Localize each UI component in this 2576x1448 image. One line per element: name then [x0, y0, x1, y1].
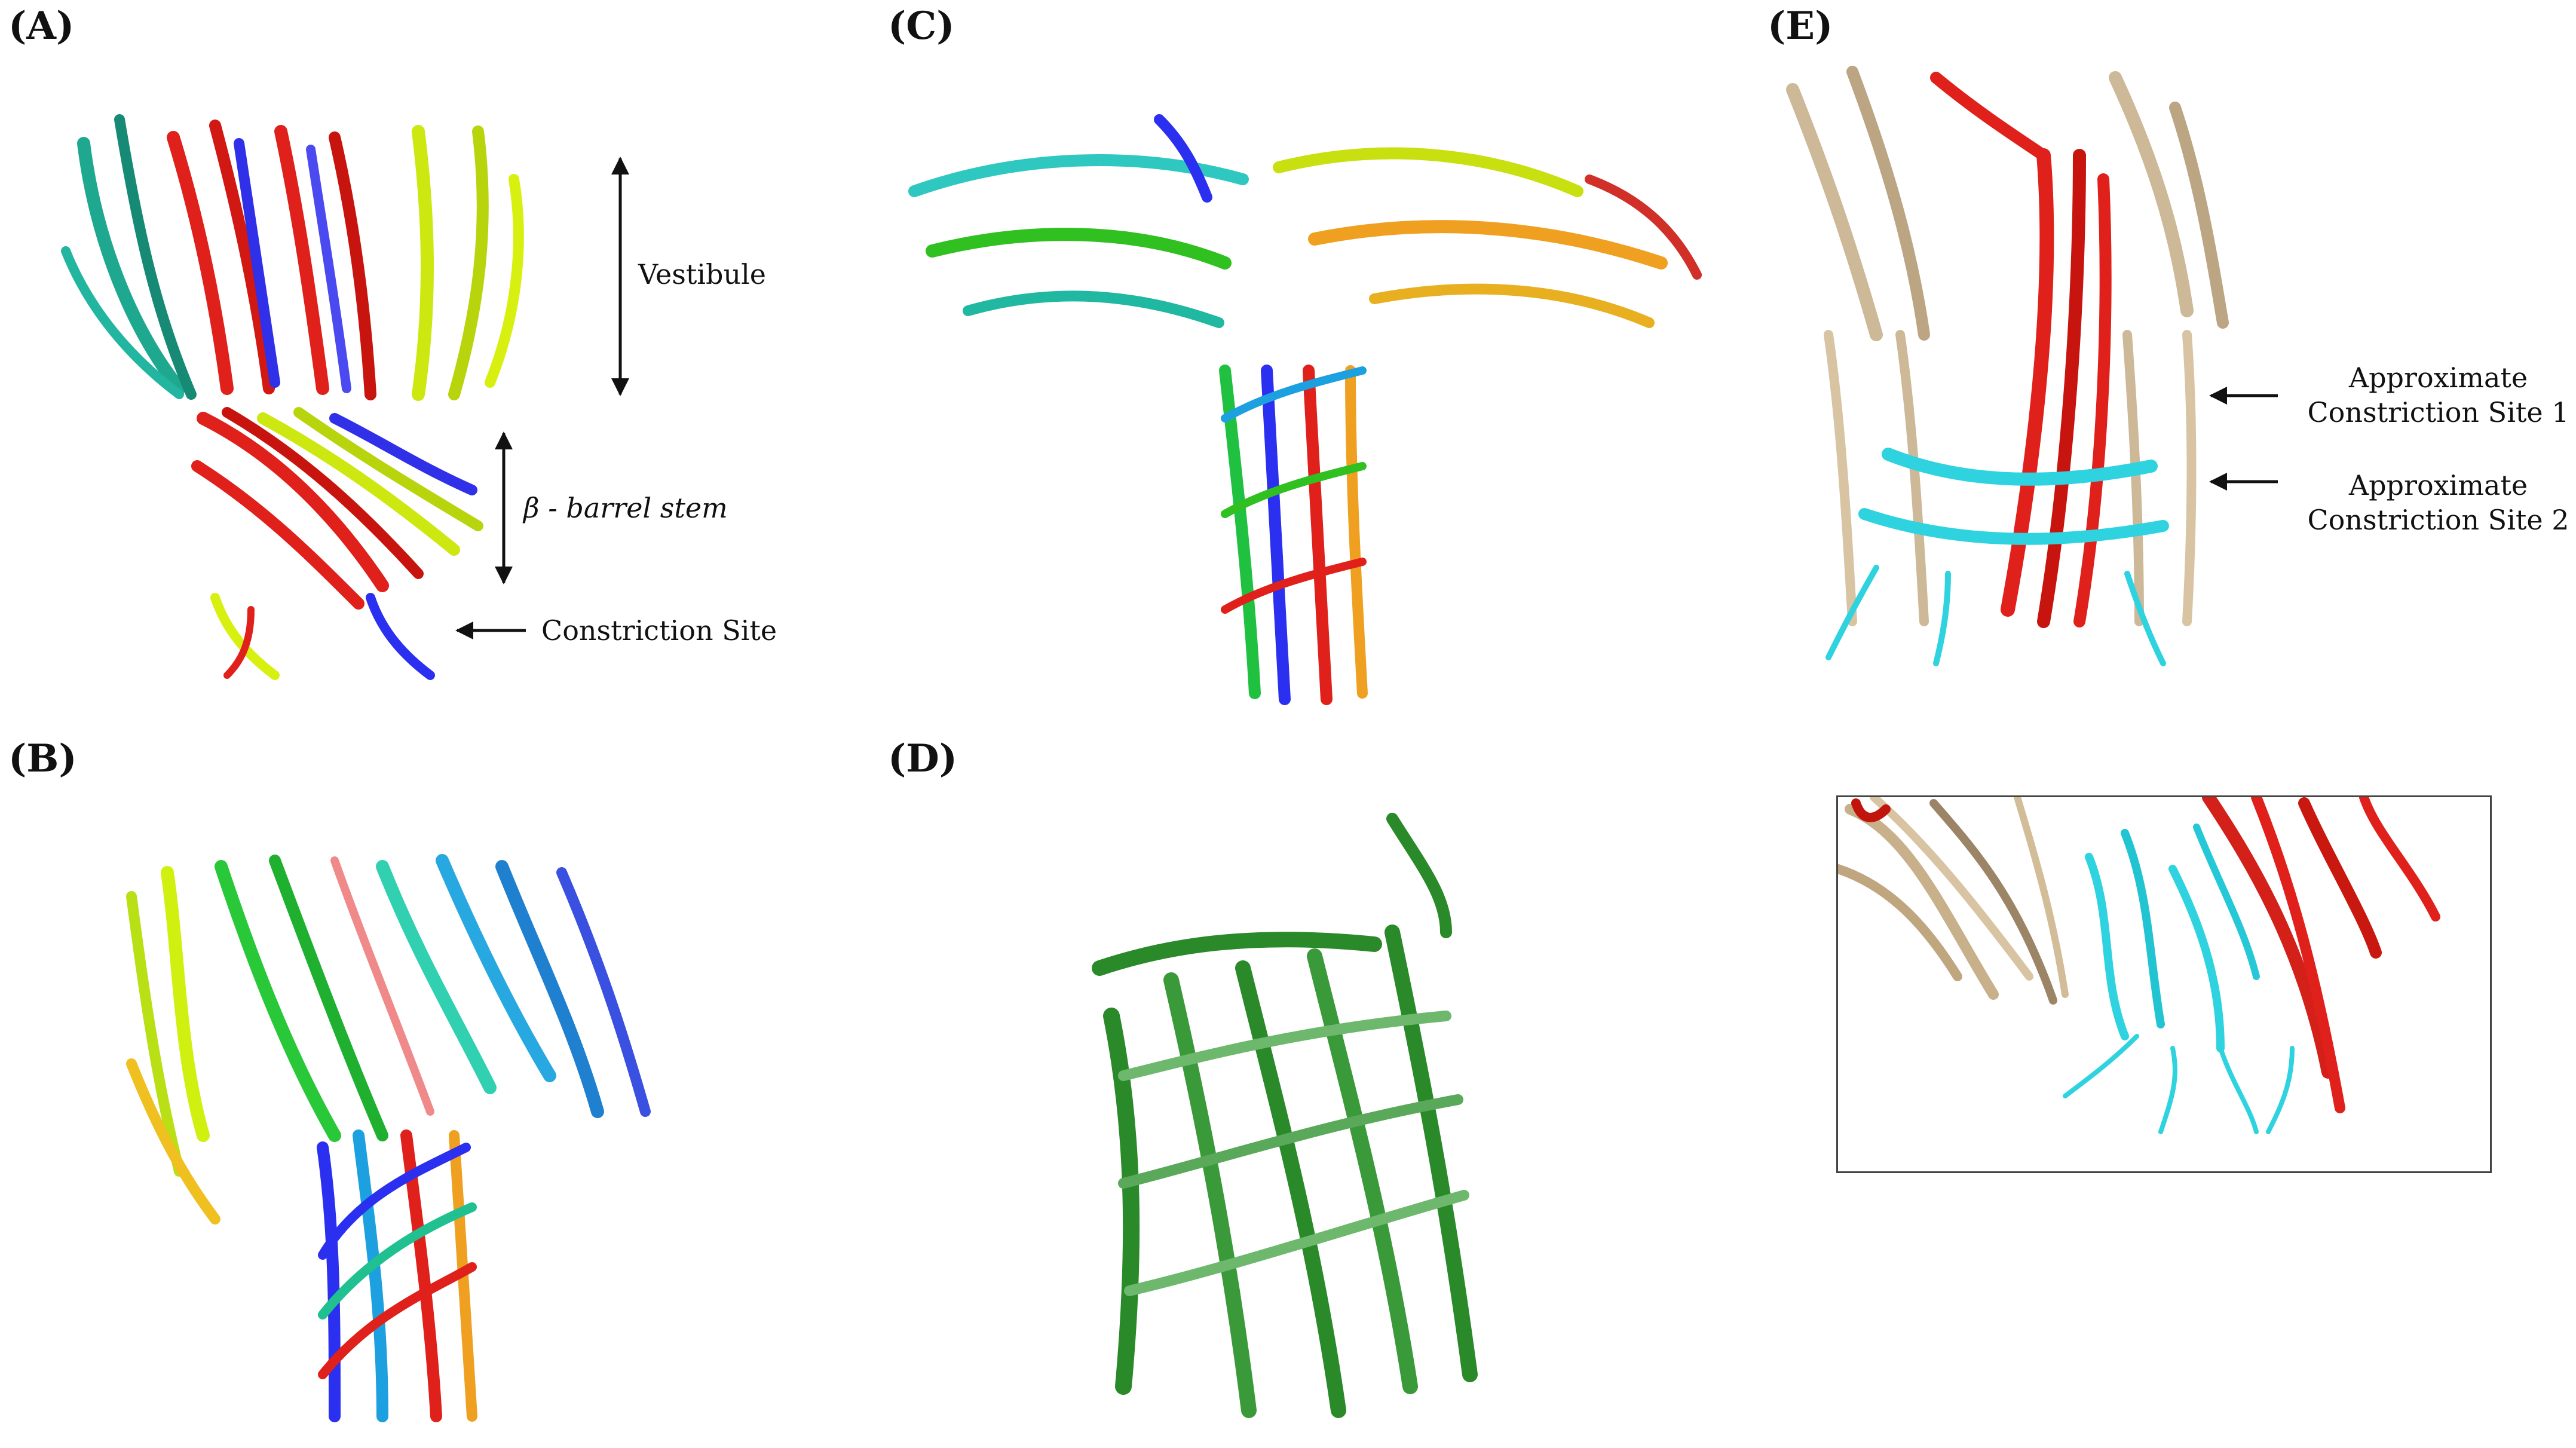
- panel-label-d: (D): [888, 736, 958, 781]
- site1-line2: Constriction Site 1: [2307, 396, 2569, 428]
- site2-line1: Approximate: [2348, 469, 2528, 501]
- panel-label-b: (B): [8, 736, 77, 781]
- panel-c-structure: [908, 114, 1702, 705]
- site1-line1: Approximate: [2348, 362, 2528, 394]
- site2-label: Approximate Constriction Site 2: [2301, 468, 2576, 537]
- site1-label: Approximate Constriction Site 1: [2301, 360, 2576, 430]
- panel-e-structure: [1786, 66, 2229, 666]
- site2-line2: Constriction Site 2: [2307, 504, 2569, 536]
- panel-a-structure: [61, 114, 524, 680]
- panel-b-structure: [126, 854, 651, 1422]
- panel-label-c: (C): [888, 4, 955, 48]
- vestibule-label: Vestibule: [638, 258, 767, 290]
- constriction-label: Constriction Site: [541, 614, 777, 647]
- panel-label-a: (A): [8, 4, 75, 48]
- inset-structure-image: [1838, 797, 2440, 1134]
- inset-frame: [1836, 795, 2492, 1173]
- panel-d-structure: [1092, 813, 1478, 1418]
- stem-label: β - barrel stem: [523, 492, 728, 524]
- panel-label-e: (E): [1768, 4, 1833, 48]
